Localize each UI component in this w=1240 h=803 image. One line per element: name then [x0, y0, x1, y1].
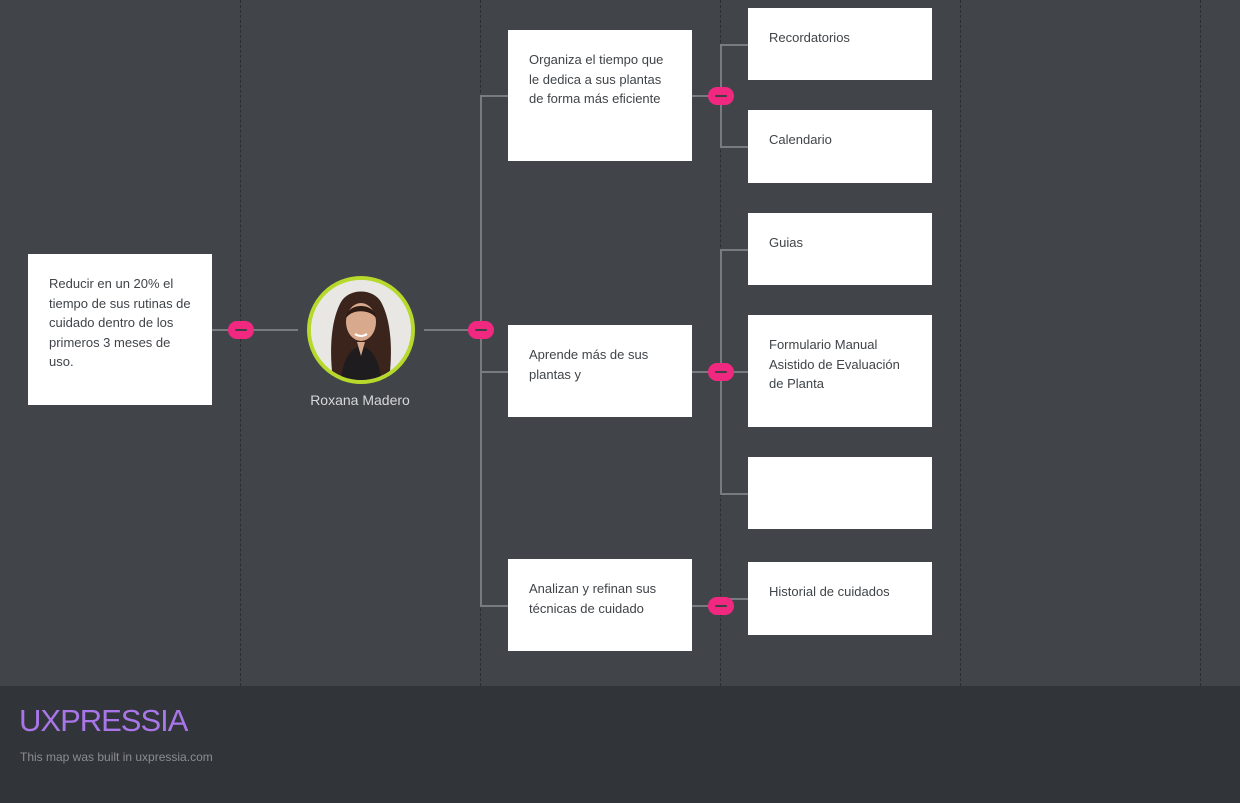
connector-feature-5 [720, 493, 748, 495]
column-divider [960, 0, 961, 686]
connector-goal-persona [212, 329, 298, 331]
connector-need-2-features [692, 371, 721, 373]
feature-card[interactable]: Formulario Manual Asistido de Evaluación… [748, 315, 932, 427]
column-divider [1200, 0, 1201, 686]
feature-card[interactable]: Recordatorios [748, 8, 932, 80]
need-text: Analizan y refinan sus técnicas de cuida… [529, 581, 657, 616]
connector-need-2 [480, 371, 508, 373]
footer-note: This map was built in uxpressia.com [20, 750, 213, 764]
connector-feature-3 [720, 249, 748, 251]
feature-card[interactable]: Historial de cuidados [748, 562, 932, 635]
feature-text: Guias [769, 235, 803, 250]
collapse-minus-icon[interactable] [228, 321, 254, 339]
goal-text: Reducir en un 20% el tiempo de sus rutin… [49, 276, 191, 369]
need-card[interactable]: Analizan y refinan sus técnicas de cuida… [508, 559, 692, 651]
connector-need-3 [480, 605, 508, 607]
feature-card[interactable]: Calendario [748, 110, 932, 183]
connector-needs-trunk [480, 95, 482, 607]
connector-persona-needs [424, 329, 481, 331]
impact-map-canvas: Reducir en un 20% el tiempo de sus rutin… [28, 0, 1201, 686]
collapse-minus-icon[interactable] [468, 321, 494, 339]
feature-text: Historial de cuidados [769, 584, 890, 599]
uxpressia-logo[interactable]: UXPRESSIA [19, 703, 188, 738]
collapse-minus-icon[interactable] [708, 363, 734, 381]
connector-feature-6 [720, 598, 748, 600]
connector-feature-4 [720, 371, 748, 373]
footer [0, 686, 1240, 803]
column-divider [240, 0, 241, 686]
feature-card[interactable]: Guias [748, 213, 932, 285]
feature-card-empty[interactable] [748, 457, 932, 529]
persona-name: Roxana Madero [310, 392, 410, 408]
connector-need-1-features [692, 95, 721, 97]
connector-need-1 [480, 95, 508, 97]
connector-need-3-features [692, 605, 721, 607]
feature-text: Calendario [769, 132, 832, 147]
persona-avatar[interactable] [307, 276, 415, 384]
need-text: Aprende más de sus plantas y [529, 347, 649, 382]
feature-text: Recordatorios [769, 30, 850, 45]
need-card[interactable]: Organiza el tiempo que le dedica a sus p… [508, 30, 692, 161]
collapse-minus-icon[interactable] [708, 87, 734, 105]
goal-card[interactable]: Reducir en un 20% el tiempo de sus rutin… [28, 254, 212, 405]
need-text: Organiza el tiempo que le dedica a sus p… [529, 52, 664, 106]
need-card[interactable]: Aprende más de sus plantas y [508, 325, 692, 417]
connector-feature-1 [720, 44, 748, 46]
feature-text: Formulario Manual Asistido de Evaluación… [769, 337, 900, 391]
connector-feature-2 [720, 146, 748, 148]
persona-photo-icon [311, 280, 411, 380]
collapse-minus-icon[interactable] [708, 597, 734, 615]
